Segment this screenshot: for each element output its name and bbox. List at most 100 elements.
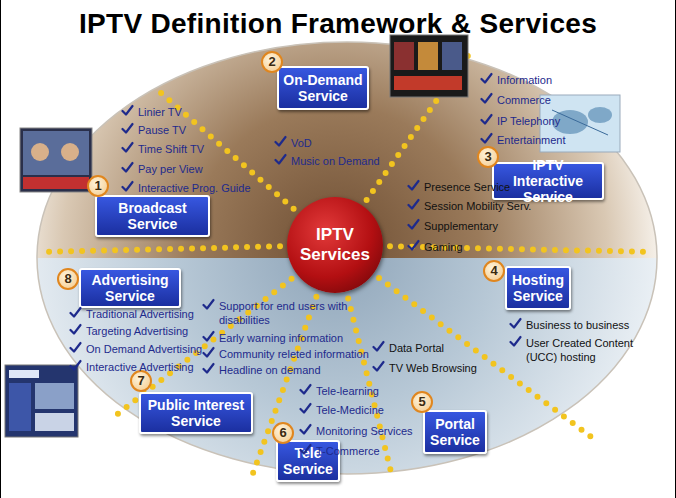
check-stroke xyxy=(276,137,286,146)
ticker xyxy=(23,177,89,189)
service-item: Traditional Advertising xyxy=(86,307,216,321)
check-stroke xyxy=(204,348,214,357)
check-mark xyxy=(69,306,82,319)
check-mark xyxy=(480,92,493,105)
menu xyxy=(9,383,31,431)
callout-number: 7 xyxy=(130,370,152,392)
callout-number: 2 xyxy=(261,51,283,73)
service-item: Community releted information xyxy=(219,347,379,361)
node-body: Hosting Service xyxy=(509,272,567,304)
logo xyxy=(9,370,39,378)
node-label: Portal Service xyxy=(427,416,483,448)
check-stroke xyxy=(71,325,81,334)
node-label: IPTV Services xyxy=(294,225,376,265)
service-item: Entertainment xyxy=(497,133,607,147)
service-item: Music on Demand xyxy=(291,154,411,168)
callout-number: 3 xyxy=(477,146,499,168)
frame-line xyxy=(675,0,676,498)
check-stroke xyxy=(301,445,311,454)
check-stroke xyxy=(123,182,133,191)
service-item: On Demand Advertising xyxy=(86,342,216,356)
service-item: Information xyxy=(497,73,607,87)
check-mark xyxy=(121,104,134,117)
menu-bar xyxy=(394,76,462,90)
service-item: Presence Service xyxy=(424,180,554,194)
check-stroke xyxy=(301,385,311,394)
check-stroke xyxy=(204,332,214,341)
node-label: Public Interest Service xyxy=(143,397,249,429)
screen xyxy=(20,128,92,192)
poster xyxy=(418,42,438,70)
sector-dividers xyxy=(42,50,650,476)
product-view xyxy=(35,383,74,409)
check-mark xyxy=(407,218,420,231)
check-mark xyxy=(121,180,134,193)
land xyxy=(588,107,612,123)
service-box: Advertising Service xyxy=(79,268,181,308)
product-text xyxy=(35,413,74,431)
node-body: IPTV Interactive Service xyxy=(496,157,600,205)
node-body: Public Interest Service xyxy=(143,397,249,429)
check-stroke xyxy=(482,74,492,83)
check-stroke xyxy=(123,124,133,133)
service-item: Headline on demand xyxy=(219,363,379,377)
screen xyxy=(5,365,78,437)
service-item: Linier TV xyxy=(138,105,278,119)
check-stroke xyxy=(123,106,133,115)
service-item: Data Portal xyxy=(389,341,509,355)
node-body: IPTV Services xyxy=(294,225,376,265)
check-stroke xyxy=(409,181,419,190)
check-stroke xyxy=(409,220,419,229)
check-mark xyxy=(202,298,215,311)
check-stroke xyxy=(301,425,311,434)
check-stroke xyxy=(301,404,311,413)
check-mark xyxy=(407,198,420,211)
callout-number: 1 xyxy=(87,175,109,197)
check-mark xyxy=(69,323,82,336)
node-body: On-Demand Service xyxy=(281,72,365,104)
node-body: Portal Service xyxy=(427,416,483,448)
link-line xyxy=(552,110,608,135)
shop-screenshot xyxy=(5,365,78,437)
broadcast-screenshot xyxy=(20,128,92,192)
check-stroke xyxy=(71,308,81,317)
service-item: Interactive Prog. Guide xyxy=(138,181,278,195)
check-stroke xyxy=(482,115,492,124)
check-mark xyxy=(480,113,493,126)
callout-number: 4 xyxy=(483,260,505,282)
service-item: Tele-learning xyxy=(316,384,436,398)
check-mark xyxy=(407,179,420,192)
node-label: Hosting Service xyxy=(509,272,567,304)
field-rim xyxy=(37,42,657,474)
callout-number: 6 xyxy=(272,422,294,444)
check-stroke xyxy=(71,361,81,370)
presenter xyxy=(31,143,49,161)
check-mark xyxy=(69,341,82,354)
check-mark xyxy=(299,383,312,396)
node-label: IPTV Interactive Service xyxy=(496,157,600,205)
service-item: User Created Content (UCC) hosting xyxy=(526,336,654,364)
service-item: Business to business xyxy=(526,318,661,332)
service-item: Monitoring Services xyxy=(316,424,436,438)
lower-field xyxy=(37,258,657,474)
check-stroke xyxy=(511,337,521,346)
service-item: Commerce xyxy=(497,93,607,107)
service-box: Broadcast Service xyxy=(95,195,210,237)
check-mark xyxy=(274,153,287,166)
node-label: On-Demand Service xyxy=(281,72,365,104)
check-stroke xyxy=(204,364,214,373)
check-stroke xyxy=(123,143,133,152)
service-box: Portal Service xyxy=(423,410,487,454)
service-item: Pay per View xyxy=(138,162,278,176)
screen xyxy=(390,35,468,97)
hub-circle: IPTV Services xyxy=(287,197,383,293)
check-mark xyxy=(372,340,385,353)
check-mark xyxy=(372,360,385,373)
check-stroke xyxy=(71,343,81,352)
service-item: Support for end users with disabilities xyxy=(219,299,369,327)
screen-area xyxy=(23,131,89,175)
check-mark xyxy=(480,132,493,145)
check-mark xyxy=(121,122,134,135)
service-item: T-Commerce xyxy=(316,444,436,458)
check-stroke xyxy=(374,362,384,371)
